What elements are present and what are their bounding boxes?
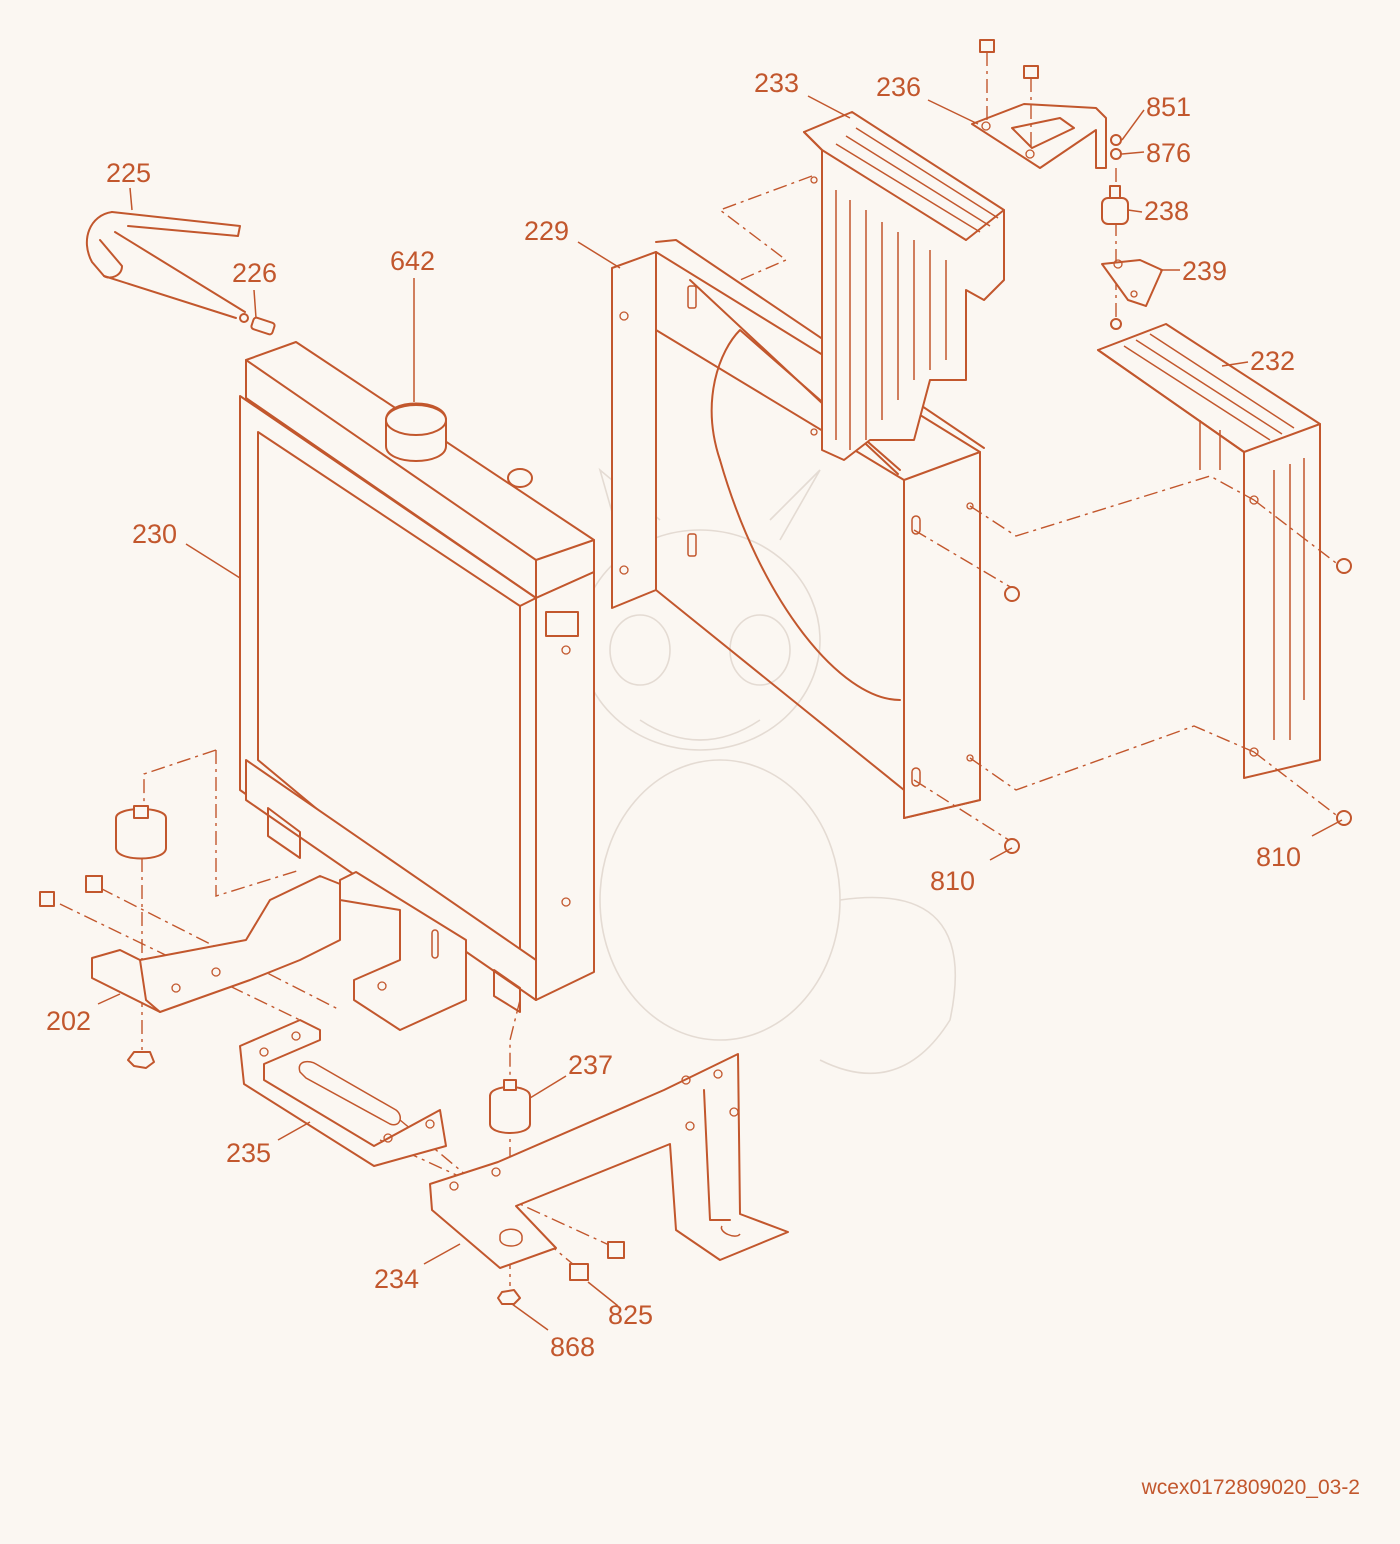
- label-234: 234: [374, 1264, 419, 1294]
- part-868-nut: [497, 1289, 521, 1305]
- part-bolts-top: [979, 39, 1039, 150]
- label-202: 202: [46, 1006, 91, 1036]
- part-237-rubber-mount: [489, 1079, 531, 1134]
- label-642: 642: [390, 246, 435, 276]
- part-labels: 225 226 642 229 233 236 851 876 238 239 …: [46, 68, 1301, 1362]
- part-233-upper-grille: [803, 111, 1005, 461]
- grille-233-slots: [835, 127, 999, 450]
- part-235-cross-bracket: [239, 1019, 447, 1167]
- label-237: 237: [568, 1050, 613, 1080]
- label-876: 876: [1146, 138, 1191, 168]
- label-229: 229: [524, 216, 569, 246]
- reference-code: wcex0172809020_03-2: [1141, 1476, 1360, 1499]
- label-810-right: 810: [1256, 842, 1301, 872]
- watermark-dragon: [579, 467, 957, 1075]
- part-236-bracket: [971, 103, 1107, 169]
- part-825-bolts: [569, 1241, 625, 1281]
- grille-232-slots: [1123, 333, 1305, 740]
- label-226: 226: [232, 258, 277, 288]
- part-642-radiator-cap: [385, 402, 447, 462]
- label-233: 233: [754, 68, 799, 98]
- label-230: 230: [132, 519, 177, 549]
- part-lower-mount-plate: [339, 871, 467, 1031]
- label-235: 235: [226, 1138, 271, 1168]
- part-232-side-grille: [1097, 323, 1321, 779]
- part-238-mount: [1101, 168, 1129, 318]
- label-239: 239: [1182, 256, 1227, 286]
- part-202-mount-bracket: [39, 805, 341, 1069]
- label-238: 238: [1144, 196, 1189, 226]
- label-236: 236: [876, 72, 921, 102]
- label-232: 232: [1250, 346, 1295, 376]
- part-225-rod: [85, 211, 246, 319]
- part-226-drain-cock: [239, 313, 276, 336]
- part-234-mount-bracket: [429, 1053, 789, 1269]
- label-868: 868: [550, 1332, 595, 1362]
- part-239-plate: [1101, 259, 1163, 330]
- part-851-876-washers: [1110, 134, 1122, 160]
- label-810-left: 810: [930, 866, 975, 896]
- label-851: 851: [1146, 92, 1191, 122]
- label-225: 225: [106, 158, 151, 188]
- leader-lines: [97, 95, 1343, 1331]
- label-825: 825: [608, 1300, 653, 1330]
